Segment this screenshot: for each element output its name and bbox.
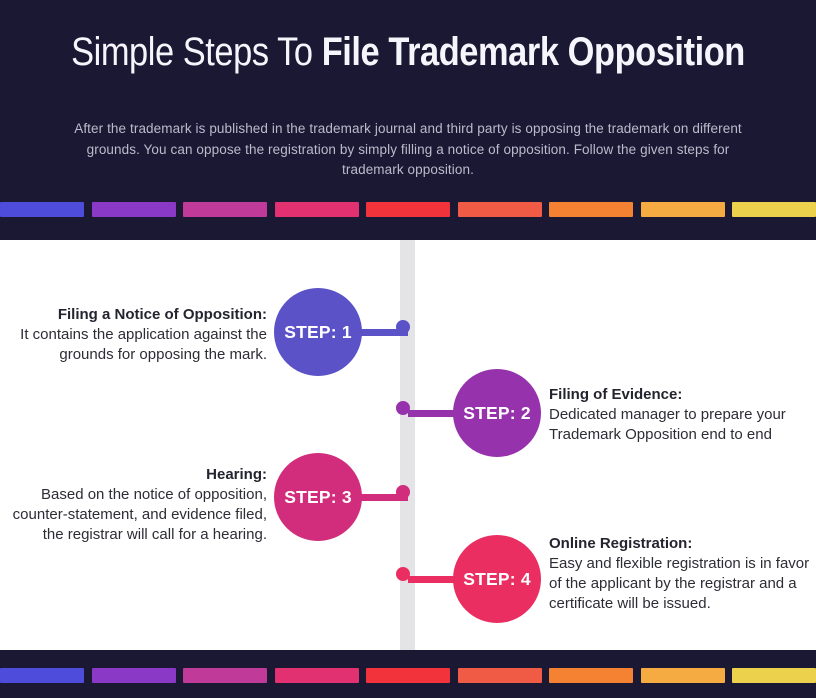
divider-segment xyxy=(732,668,816,683)
step-2-text: Filing of Evidence: Dedicated manager to… xyxy=(549,385,816,445)
page-title-bold: File Trademark Opposition xyxy=(321,30,746,74)
step-1-badge-label: STEP: 1 xyxy=(284,321,352,342)
step-2-title: Filing of Evidence: xyxy=(549,386,683,403)
step-4-description: Easy and flexible registration is in fav… xyxy=(549,555,810,612)
step-3-badge: STEP: 3 xyxy=(274,453,362,541)
divider-segment xyxy=(457,202,542,217)
divider-segment xyxy=(274,668,359,683)
divider-row-bottom xyxy=(0,668,816,683)
step-3-connector xyxy=(352,494,408,501)
divider-segment xyxy=(0,668,84,683)
divider-segment xyxy=(549,202,633,217)
divider-segment xyxy=(183,202,267,217)
divider-segment xyxy=(274,202,359,217)
divider-segment xyxy=(457,668,542,683)
divider-segment xyxy=(640,668,725,683)
divider-segment xyxy=(91,668,176,683)
divider-segment xyxy=(0,202,84,217)
step-1-timeline-node xyxy=(396,320,410,334)
page-subtitle: After the trademark is published in the … xyxy=(74,121,742,177)
step-3-title: Hearing: xyxy=(206,466,267,483)
step-4-title: Online Registration: xyxy=(549,535,693,552)
divider-segment xyxy=(366,668,450,683)
step-2-badge: STEP: 2 xyxy=(453,369,541,457)
step-2-description: Dedicated manager to prepare your Tradem… xyxy=(549,406,786,443)
step-2-timeline-node xyxy=(396,401,410,415)
page-title-light: Simple Steps To xyxy=(71,30,322,74)
timeline-bar xyxy=(400,240,415,650)
step-3-timeline-node xyxy=(396,485,410,499)
step-3-badge-label: STEP: 3 xyxy=(284,486,352,507)
step-1-text: Filing a Notice of Opposition: It contai… xyxy=(2,305,267,365)
step-1-title: Filing a Notice of Opposition: xyxy=(57,306,267,323)
divider-segment xyxy=(91,202,176,217)
divider-segment xyxy=(366,202,450,217)
step-2-connector xyxy=(408,410,464,417)
page-title: Simple Steps To File Trademark Oppositio… xyxy=(57,30,759,75)
divider-segment xyxy=(549,668,633,683)
step-4-connector xyxy=(408,576,464,583)
divider-segment xyxy=(183,668,267,683)
step-4-badge: STEP: 4 xyxy=(453,535,541,623)
step-1-connector xyxy=(352,329,408,336)
step-3-description: Based on the notice of opposition, count… xyxy=(12,486,267,543)
step-4-badge-label: STEP: 4 xyxy=(463,568,531,589)
step-2-badge-label: STEP: 2 xyxy=(463,402,531,423)
step-1-badge: STEP: 1 xyxy=(274,288,362,376)
step-1-description: It contains the application against the … xyxy=(20,326,267,363)
step-4-text: Online Registration: Easy and flexible r… xyxy=(549,534,814,614)
divider-segment xyxy=(640,202,725,217)
divider-row-top xyxy=(0,202,816,217)
header-section: Simple Steps To File Trademark Oppositio… xyxy=(0,0,816,240)
step-3-text: Hearing: Based on the notice of oppositi… xyxy=(0,465,267,545)
step-4-timeline-node xyxy=(396,567,410,581)
divider-segment xyxy=(732,202,816,217)
